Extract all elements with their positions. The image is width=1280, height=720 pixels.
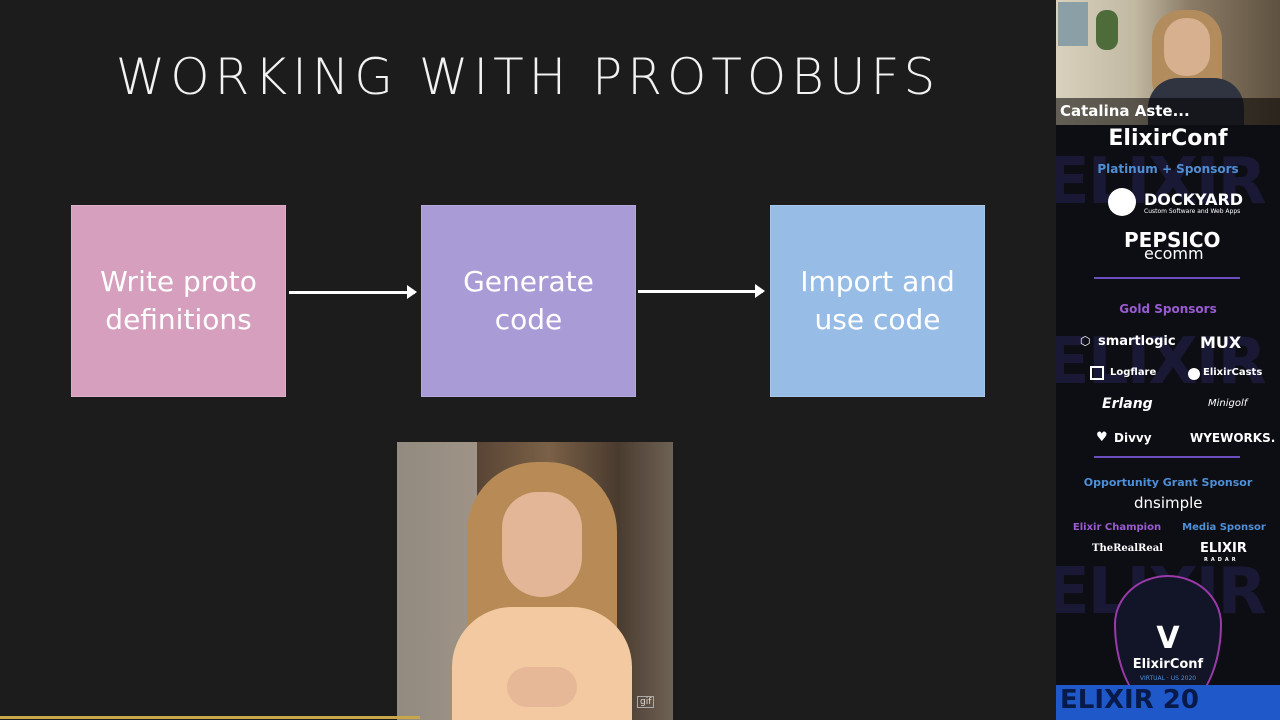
- sponsor-therealreal: TheRealReal: [1092, 543, 1163, 554]
- arrow-right-icon: [289, 285, 417, 299]
- presenter-webcam[interactable]: Catalina Aste...: [1056, 0, 1280, 125]
- event-mark: V: [1156, 621, 1180, 656]
- champion-heading: Elixir Champion: [1072, 522, 1162, 533]
- dockyard-logo-icon: [1108, 188, 1136, 216]
- cam-head: [1164, 18, 1210, 76]
- arrow-right-icon: [638, 284, 765, 298]
- sponsor-divvy: Divvy: [1114, 431, 1152, 445]
- cam-window: [1058, 2, 1088, 46]
- sponsor-erlang: Erlang: [1102, 396, 1153, 412]
- sponsor-elixircasts: ElixirCasts: [1203, 367, 1263, 378]
- divvy-logo-icon: ♥: [1096, 430, 1108, 445]
- elixircasts-logo-icon: [1188, 368, 1200, 380]
- media-heading: Media Sponsor: [1182, 522, 1266, 533]
- sponsor-dnsimple: dnsimple: [1134, 494, 1203, 512]
- sponsor-pepsico: PEPSICO: [1124, 228, 1221, 252]
- sidebar-separator: [1094, 277, 1240, 279]
- sidebar-bottom-strip: ELIXIR 20: [1056, 685, 1280, 720]
- sponsor-wyeworks: WYEWORKS.: [1190, 431, 1276, 445]
- gif-face: [502, 492, 582, 597]
- sponsor-elixir-radar: ELIXIR: [1200, 541, 1247, 556]
- step-box-generate-code: Generate code: [421, 205, 636, 397]
- sponsor-dockyard: DOCKYARD: [1144, 190, 1244, 209]
- sponsor-mux: MUX: [1200, 333, 1242, 352]
- presentation-slide: WORKING WITH PROTOBUFS Write proto defin…: [0, 48, 985, 720]
- conference-sidebar: ELIXIR ELIXIR ELIXIR Catalina Aste... El…: [1056, 0, 1280, 720]
- sponsor-pepsico-ecomm: ecomm: [1144, 244, 1204, 263]
- opportunity-heading: Opportunity Grant Sponsor: [1083, 476, 1253, 489]
- video-progress-bar[interactable]: [0, 716, 420, 719]
- gif-tag: gif: [637, 696, 655, 708]
- gold-heading: Gold Sponsors: [1119, 302, 1217, 316]
- sponsor-dockyard-tagline: Custom Software and Web Apps: [1144, 208, 1241, 215]
- sponsor-smartlogic: smartlogic: [1098, 334, 1176, 349]
- sponsor-logflare: Logflare: [1110, 367, 1157, 378]
- sponsor-minigolf: Minigolf: [1208, 398, 1248, 409]
- event-name: ElixirConf: [1132, 657, 1204, 672]
- logflare-logo-icon: [1090, 366, 1104, 380]
- gif-hands: [507, 667, 577, 707]
- platinum-heading: Platinum + Sponsors: [1097, 162, 1239, 176]
- sidebar-background-lettering: ELIXIR: [1056, 145, 1267, 219]
- presenter-name: Catalina Aste...: [1056, 98, 1280, 125]
- sidebar-background-lettering: ELIXIR: [1056, 325, 1267, 399]
- cam-plant: [1096, 10, 1118, 50]
- smartlogic-logo-icon: ⬡: [1080, 334, 1091, 348]
- step-box-import-use-code: Import and use code: [770, 205, 985, 397]
- event-subtitle: VIRTUAL · US 2020: [1139, 675, 1197, 682]
- elixirconf-brand: ElixirConf: [1108, 126, 1228, 151]
- slide-title: WORKING WITH PROTOBUFS: [115, 48, 941, 106]
- sidebar-separator: [1094, 456, 1240, 458]
- step-box-write-proto: Write proto definitions: [71, 205, 286, 397]
- reaction-gif-image: gif: [397, 442, 673, 720]
- sponsor-elixir-radar-sub: RADAR: [1204, 557, 1239, 563]
